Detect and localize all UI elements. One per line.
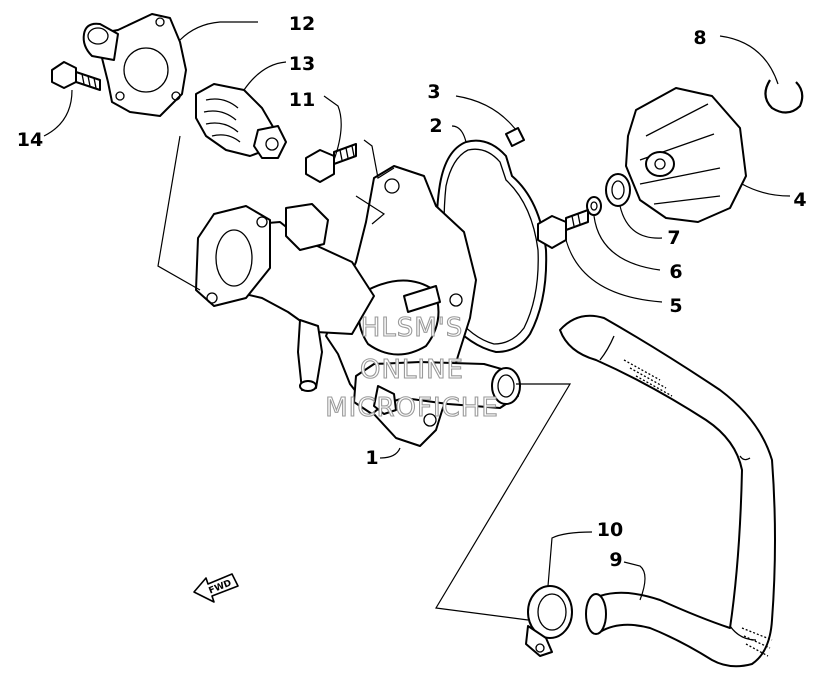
callout-14: 14 <box>17 129 43 151</box>
callout-13: 13 <box>289 53 315 75</box>
part-washer <box>586 196 602 216</box>
callout-11: 11 <box>289 89 315 111</box>
part-thermostat <box>195 83 287 159</box>
watermark-line-3: MICROFICHE <box>325 393 499 423</box>
callout-7: 7 <box>667 227 680 249</box>
callout-3: 3 <box>427 81 440 103</box>
watermark: HLSM'S ONLINE MICROFICHE <box>325 312 499 423</box>
callout-12: 12 <box>289 13 315 35</box>
fwd-label: FWD <box>207 578 233 596</box>
part-hose-clamp <box>525 585 573 657</box>
callout-labels: 1 2 3 4 5 6 7 8 9 10 11 12 13 14 <box>17 13 807 571</box>
part-impeller <box>625 87 747 223</box>
part-thermostat-cover <box>82 13 187 117</box>
callout-1: 1 <box>365 447 378 469</box>
direction-marker: FWD <box>193 573 239 603</box>
part-seal <box>605 173 631 207</box>
callout-5: 5 <box>669 295 682 317</box>
part-coolant-hose <box>559 314 776 668</box>
callout-2: 2 <box>429 115 442 137</box>
part-bolt-14 <box>51 61 101 91</box>
part-impeller-bolt <box>537 209 589 249</box>
watermark-line-2: ONLINE <box>360 355 464 385</box>
callout-4: 4 <box>793 189 806 211</box>
callout-9: 9 <box>609 549 622 571</box>
part-water-pump-housing <box>195 165 521 447</box>
part-circlip <box>764 79 804 114</box>
part-bolt-11 <box>305 143 357 183</box>
leader-lines <box>43 21 791 621</box>
watermark-line-1: HLSM'S <box>361 313 464 343</box>
part-dowel-pin <box>505 127 525 147</box>
callout-10: 10 <box>597 519 623 541</box>
callout-8: 8 <box>693 27 706 49</box>
callout-6: 6 <box>669 261 682 283</box>
